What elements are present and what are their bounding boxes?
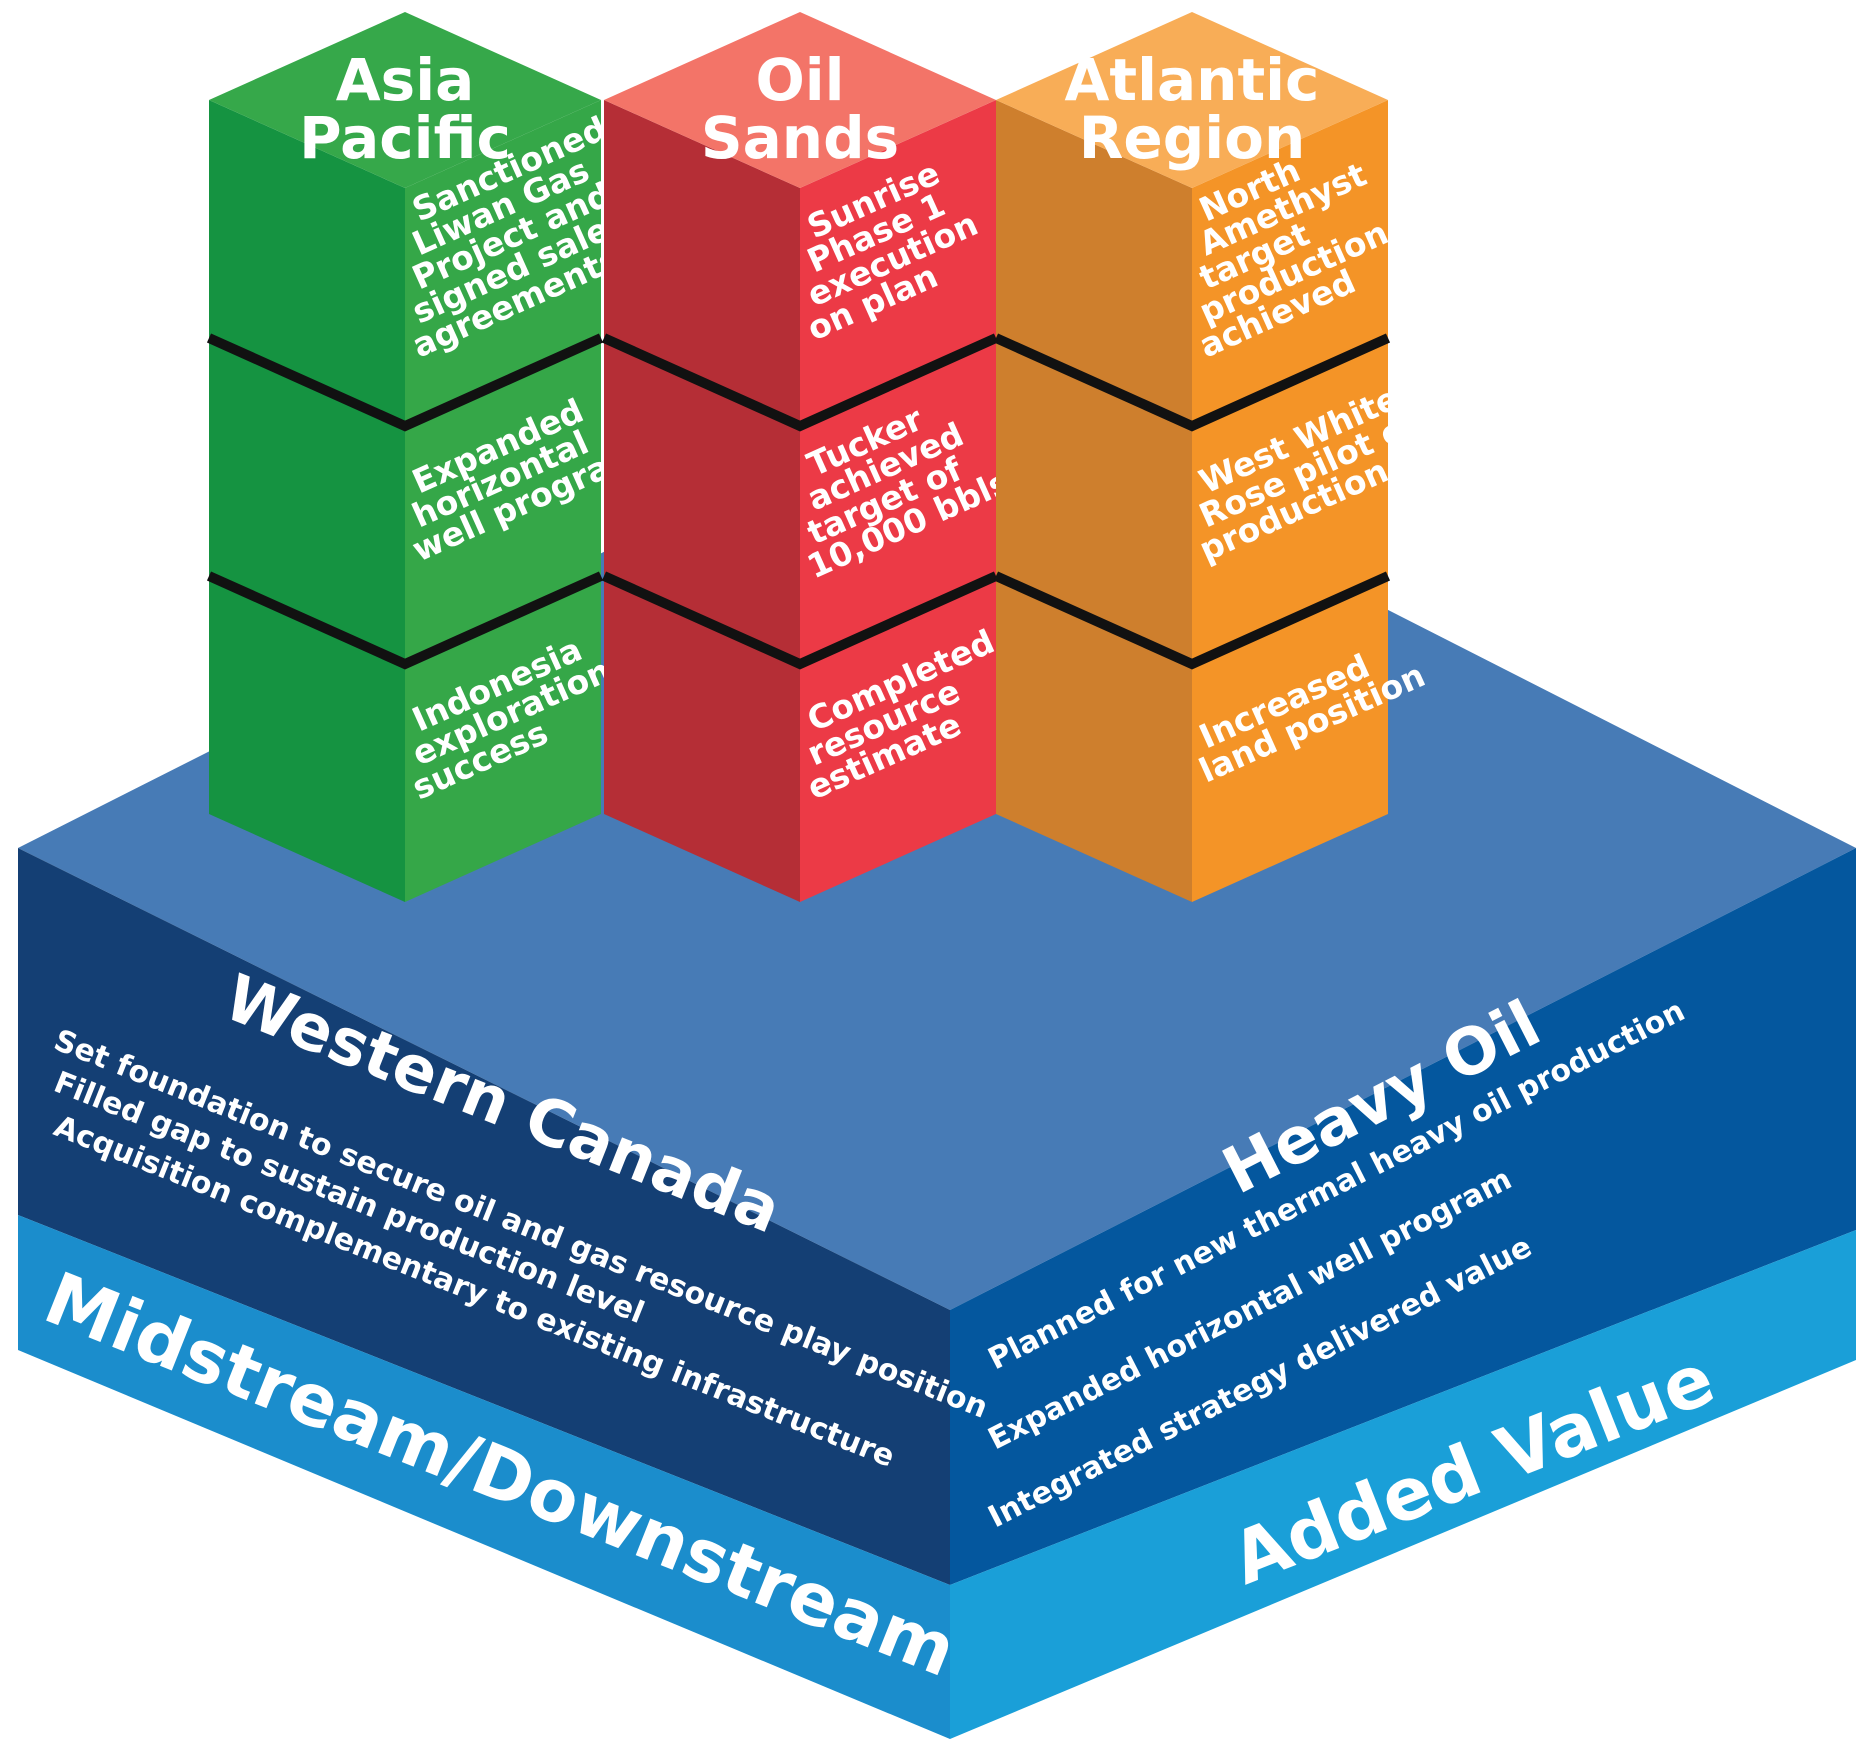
base-top-face <box>18 382 1856 1310</box>
asia-pacific-block-divider <box>206 571 604 670</box>
atlantic-region-column: AtlanticRegionNorthAmethysttargetproduct… <box>993 12 1432 902</box>
oil-sands-block-divider <box>601 333 999 432</box>
oil-sands-right-face <box>800 100 996 902</box>
atlantic-region-top-face <box>996 12 1388 188</box>
band-right <box>950 1230 1856 1739</box>
atlantic-region-title-line: Atlantic <box>1065 46 1320 114</box>
oil-sands-title-line: Oil <box>755 46 844 114</box>
oil-sands-left-face <box>604 100 800 902</box>
asia-pacific-top-face <box>209 12 601 188</box>
asia-pacific-right-face <box>405 100 601 902</box>
atlantic-region-right-face <box>1192 100 1388 902</box>
band-left <box>18 1215 950 1739</box>
atlantic-region-left-face <box>996 100 1192 902</box>
oil-sands-top-face <box>604 12 996 188</box>
oil-sands-block-divider <box>601 571 999 670</box>
atlantic-region-block-divider <box>993 333 1391 432</box>
base-right-face <box>950 848 1856 1585</box>
asia-pacific-block-divider <box>206 333 604 432</box>
asia-pacific-left-face <box>209 100 405 902</box>
asia-pacific-title-line: Pacific <box>299 104 511 172</box>
atlantic-region-block-divider <box>993 571 1391 670</box>
atlantic-region-title-line: Region <box>1079 104 1306 172</box>
asia-pacific-title-line: Asia <box>336 46 474 114</box>
oil-sands-title-line: Sands <box>701 104 899 172</box>
base-left-face <box>18 848 950 1585</box>
